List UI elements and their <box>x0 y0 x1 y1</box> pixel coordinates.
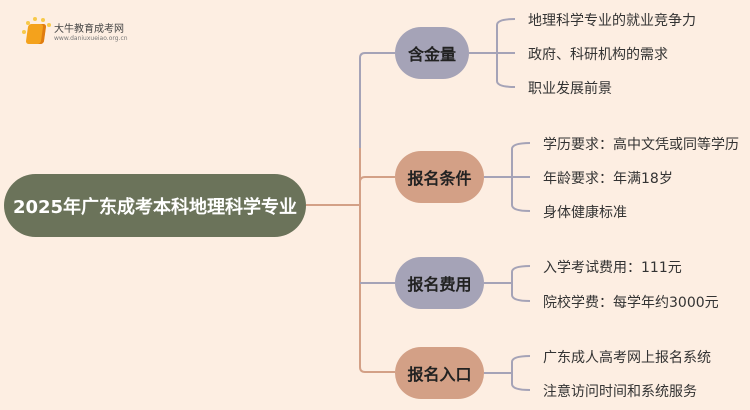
logo-dot <box>22 30 26 34</box>
leaf-item: 地理科学专业的就业竞争力 <box>528 13 696 29</box>
trunk-connector-1 <box>359 52 395 148</box>
logo-title: 大牛教育成考网 <box>54 24 124 35</box>
branch-entry[interactable]: 报名入口 <box>395 347 484 399</box>
leaf-item: 学历要求：高中文凭或同等学历 <box>543 137 739 153</box>
leaf-item: 注意访问时间和系统服务 <box>543 384 697 400</box>
logo-dot <box>41 18 45 22</box>
trunk-connector-2 <box>359 176 395 205</box>
logo-dot <box>26 21 30 25</box>
trunk-connector-4 <box>359 205 395 373</box>
root-topic[interactable]: 2025年广东成考本科地理科学专业 <box>4 174 306 237</box>
logo-dot <box>33 17 37 21</box>
logo-dot <box>47 23 51 27</box>
leaf-item: 院校学费：每学年约3000元 <box>543 295 719 311</box>
leaf-bracket <box>511 265 531 302</box>
leaf-item: 广东成人高考网上报名系统 <box>543 350 711 366</box>
leaf-item: 身体健康标准 <box>543 205 627 221</box>
leaf-item: 职业发展前景 <box>528 81 612 97</box>
logo-url: www.daniuxueiao.org.cn <box>54 35 128 42</box>
leaf-item: 入学考试费用：111元 <box>543 260 682 276</box>
leaf-bracket <box>511 355 531 391</box>
branch-fees[interactable]: 报名费用 <box>395 257 484 309</box>
branch-value[interactable]: 含金量 <box>395 27 469 79</box>
branch-requirements[interactable]: 报名条件 <box>395 151 484 203</box>
site-logo: 大牛教育成考网 www.daniuxueiao.org.cn <box>20 16 140 46</box>
leaf-item: 政府、科研机构的需求 <box>528 47 668 63</box>
leaf-item: 年龄要求：年满18岁 <box>543 171 673 187</box>
